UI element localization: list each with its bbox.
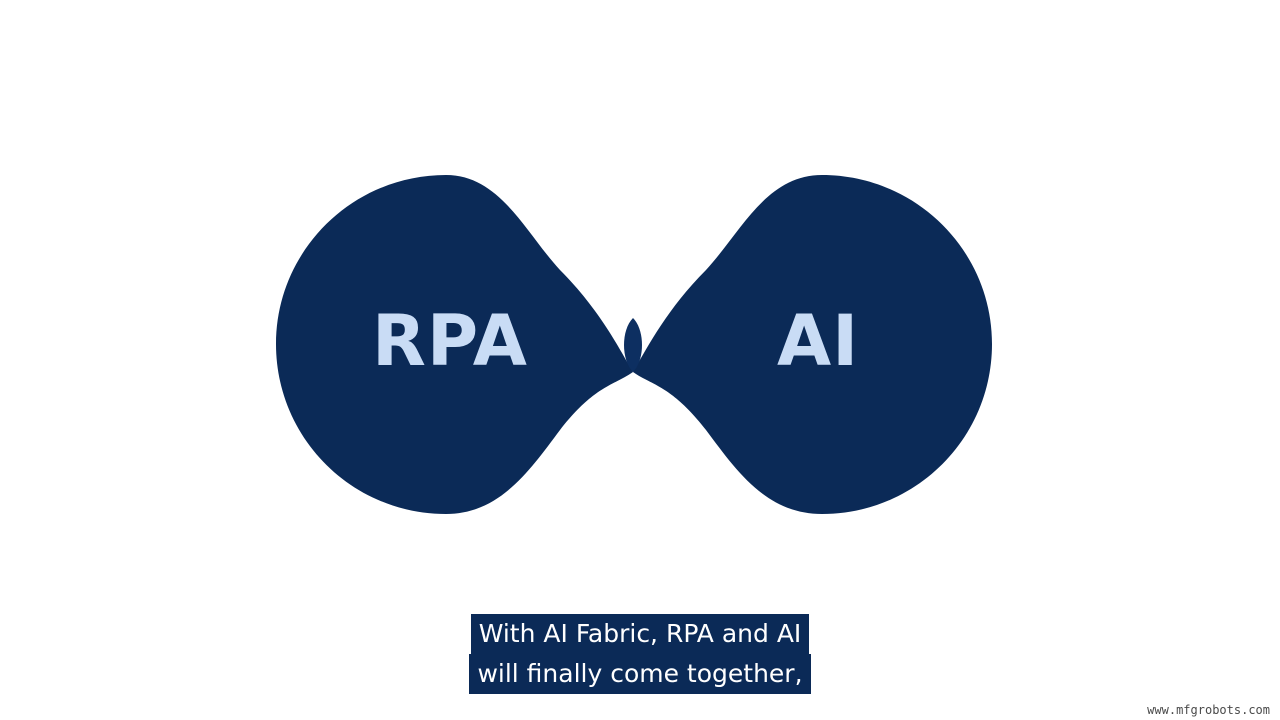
rpa-label: RPA [372,300,528,382]
subtitle-caption: With AI Fabric, RPA and AI will finally … [0,614,1280,694]
rpa-bubble-shape [276,175,633,514]
subtitle-line-1: With AI Fabric, RPA and AI [470,614,810,654]
subtitle-line-2: will finally come together, [469,654,811,694]
ai-bubble-shape [633,175,992,514]
bubble-overlap-highlight [624,318,642,372]
watermark-text: www.mfgrobots.com [1147,703,1270,717]
ai-label: AI [777,300,860,382]
